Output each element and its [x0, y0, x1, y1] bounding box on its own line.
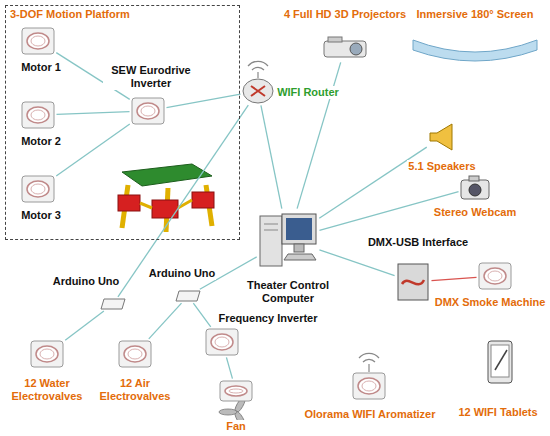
device-node: WIFI Router — [242, 78, 274, 104]
connection-line — [56, 112, 129, 115]
device-node: SEW Eurodrive Inverter — [131, 97, 165, 125]
device-label: WIFI Router — [276, 86, 340, 99]
device-node: 12 WIFI Tablets — [487, 340, 513, 384]
device-node: 12 Water Electrovalves — [30, 340, 64, 368]
connection-line — [261, 105, 282, 208]
spk-icon — [428, 122, 456, 152]
device-label: SEW Eurodrive Inverter — [103, 64, 200, 90]
dev-icon — [478, 262, 512, 290]
device-label: Theater Control Computer — [241, 279, 335, 305]
device-label: Motor 1 — [20, 61, 62, 74]
connection-line — [193, 303, 210, 327]
device-label: Stereo Webcam — [433, 206, 517, 219]
device-node: Theater Control Computer — [258, 210, 318, 268]
connection-line — [319, 147, 426, 218]
group-box: 3-DOF Motion PlatformMotor 1 SEW Eurodriv… — [5, 5, 240, 240]
device-label: 5.1 Speakers — [407, 160, 476, 173]
device-node: Stereo Webcam — [460, 174, 490, 200]
dmx-icon — [396, 262, 430, 302]
wifi-symbol — [359, 353, 379, 372]
device-label: Frequency Inverter — [217, 312, 318, 325]
connection-line — [56, 124, 130, 176]
connection-line — [226, 357, 232, 378]
device-node: Motor 3 — [21, 175, 55, 203]
device-label: 12 WIFI Tablets — [457, 406, 538, 419]
device-label: Olorama WIFI Aromatizer — [304, 408, 437, 421]
dev-icon — [21, 27, 55, 55]
device-label: 12 Water Electrovalves — [6, 377, 88, 403]
connection-line — [166, 94, 240, 107]
device-node: Arduino Uno — [175, 290, 201, 302]
device-node: Motor 1 — [21, 27, 55, 55]
screen-icon — [412, 36, 538, 62]
device-node: 5.1 Speakers — [428, 122, 456, 152]
device-node: DMX Smoke Machine — [478, 262, 512, 290]
device-label: DMX Smoke Machine — [434, 296, 547, 309]
device-label: 4 Full HD 3D Projectors — [283, 8, 407, 21]
device-node: Arduino Uno — [100, 298, 126, 310]
connection-line — [319, 250, 394, 276]
device-label: Inmersive 180° Screen — [416, 8, 535, 21]
dev-icon — [205, 328, 239, 356]
group-title: 3-DOF Motion Platform — [10, 8, 130, 20]
device-label: Motor 3 — [20, 209, 62, 222]
cam-icon — [460, 174, 490, 200]
dev-icon — [352, 372, 386, 400]
connection-line — [65, 311, 104, 340]
device-label: Arduino Uno — [52, 275, 121, 288]
pc-icon — [258, 210, 318, 268]
connection-line — [149, 303, 182, 339]
ard-icon — [175, 290, 201, 302]
dev-icon — [131, 97, 165, 125]
dev-icon — [118, 340, 152, 368]
motion-platform-figure — [118, 164, 214, 232]
proj-icon — [322, 35, 368, 61]
device-node: 4 Full HD 3D Projectors — [322, 35, 368, 61]
connection-line — [297, 62, 341, 208]
dev-icon — [30, 340, 64, 368]
device-node: Frequency Inverter — [205, 328, 239, 356]
connection-line — [118, 105, 248, 297]
device-node: DMX-USB Interface — [396, 262, 430, 302]
device-label: 12 Air Electrovalves — [94, 377, 176, 403]
dev-icon — [21, 175, 55, 203]
device-label: Motor 2 — [20, 135, 62, 148]
ard-icon — [100, 298, 126, 310]
device-label: Arduino Uno — [148, 267, 217, 280]
dev-icon — [219, 380, 253, 402]
device-node: Inmersive 180° Screen — [412, 36, 538, 62]
device-node: Motor 2 — [21, 101, 55, 129]
device-label: DMX-USB Interface — [367, 236, 469, 249]
device-label: Fan — [225, 420, 247, 433]
device-node: Fan — [219, 380, 253, 402]
tab-icon — [487, 340, 513, 384]
connection-line — [431, 277, 476, 280]
device-node: 12 Air Electrovalves — [118, 340, 152, 368]
dev-icon — [21, 101, 55, 129]
wifi-symbol — [248, 61, 268, 78]
router-icon — [242, 78, 274, 104]
device-node: Olorama WIFI Aromatizer — [352, 372, 386, 400]
